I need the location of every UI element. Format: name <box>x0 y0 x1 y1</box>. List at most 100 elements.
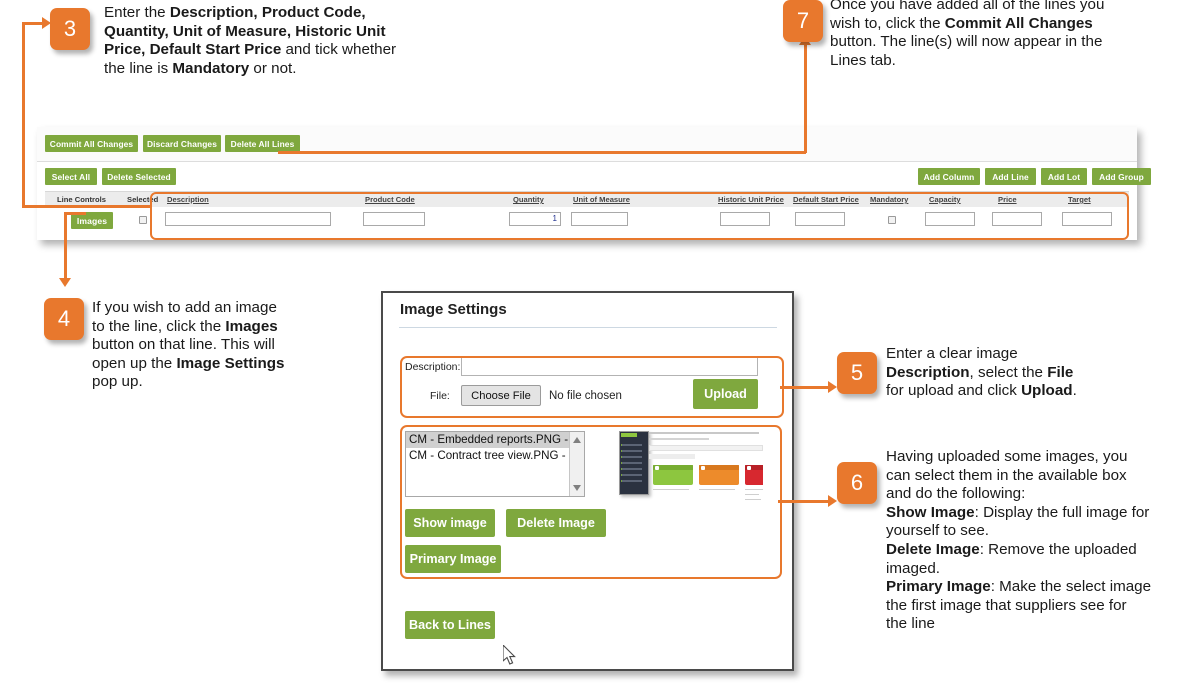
connector-step3-bottom <box>22 205 150 208</box>
step4-line5: pop up. <box>92 373 143 391</box>
step4-line2-b: Images <box>225 317 278 335</box>
connector-step4-vertical <box>64 212 67 280</box>
thumbnail-card-red <box>745 465 763 485</box>
select-all-button[interactable]: Select All <box>45 168 97 185</box>
column-header-default-start-price[interactable]: Default Start Price <box>793 195 859 204</box>
delete-selected-button[interactable]: Delete Selected <box>102 168 176 185</box>
capacity-input[interactable] <box>925 212 975 226</box>
step-badge-7: 7 <box>783 0 823 42</box>
step3-line3-b: and tick whether <box>281 41 397 59</box>
step-text-4: If you wish to add an image to the line,… <box>92 299 332 392</box>
connector-step6-line <box>778 500 832 503</box>
step-badge-4: 4 <box>44 298 84 340</box>
column-header-mandatory[interactable]: Mandatory <box>870 195 909 204</box>
step-text-3: Enter the Description, Product Code, Qua… <box>104 4 454 78</box>
grid-line-row: Images 1 <box>45 207 1129 233</box>
upload-button[interactable]: Upload <box>693 379 758 409</box>
step6-line5: yourself to see. <box>886 522 989 540</box>
back-to-lines-button[interactable]: Back to Lines <box>405 611 495 639</box>
description-label: Description: <box>405 361 461 373</box>
step6-line4-a: Show Image <box>886 503 975 521</box>
list-item[interactable]: CM - Embedded reports.PNG - <box>406 432 584 448</box>
step5-line2-c: File <box>1047 363 1074 381</box>
connector-step3-top <box>22 22 44 25</box>
column-header-unit-of-measure[interactable]: Unit of Measure <box>573 195 630 204</box>
add-lot-button[interactable]: Add Lot <box>1041 168 1087 185</box>
step3-line4-c: or not. <box>249 59 297 77</box>
connector-step6-arrowhead <box>828 495 837 507</box>
file-label: File: <box>430 390 450 402</box>
step7-line2-b: Commit All Changes <box>944 14 1093 32</box>
primary-image-button[interactable]: Primary Image <box>405 545 501 573</box>
price-input[interactable] <box>992 212 1042 226</box>
uploaded-images-listbox[interactable]: CM - Embedded reports.PNG - CM - Contrac… <box>405 431 585 497</box>
column-header-selected: Selected <box>127 195 159 204</box>
column-header-description[interactable]: Description <box>167 195 209 204</box>
discard-changes-button[interactable]: Discard Changes <box>143 135 221 152</box>
no-file-chosen-text: No file chosen <box>549 390 622 402</box>
delete-all-lines-button[interactable]: Delete All Lines <box>225 135 300 152</box>
step4-line4-b: Image Settings <box>176 354 285 372</box>
dialog-title: Image Settings <box>400 301 507 318</box>
historic-unit-price-input[interactable] <box>720 212 770 226</box>
step7-line2-a: wish to, click the <box>830 14 945 32</box>
step5-line2-a: Description <box>886 363 970 381</box>
step6-line8-a: Primary Image <box>886 578 991 596</box>
connector-step7-vertical <box>804 44 807 153</box>
scroll-down-icon[interactable] <box>573 485 581 491</box>
quantity-value: 1 <box>552 214 557 223</box>
step7-line1: Once you have added all of the lines you <box>830 0 1105 13</box>
target-input[interactable] <box>1062 212 1112 226</box>
quantity-input[interactable]: 1 <box>509 212 561 226</box>
contract-lines-grid-panel: Commit All Changes Discard Changes Delet… <box>37 127 1151 240</box>
scroll-up-icon[interactable] <box>573 437 581 443</box>
column-header-product-code[interactable]: Product Code <box>365 195 415 204</box>
step6-line1: Having uploaded some images, you <box>886 448 1128 465</box>
step3-line2: Quantity, Unit of Measure, Historic Unit <box>104 22 386 40</box>
product-code-input[interactable] <box>363 212 425 226</box>
connector-step3-arrowhead <box>42 17 51 29</box>
step3-line1-b: Description, Product Code, <box>169 4 366 21</box>
step4-line4-a: open up the <box>92 354 177 372</box>
step6-line6-b: : Remove the uploaded <box>979 540 1137 558</box>
step6-line3: and do the following: <box>886 485 1026 503</box>
mandatory-checkbox[interactable] <box>888 216 896 224</box>
step5-line3-b: Upload <box>1021 382 1073 400</box>
column-header-target[interactable]: Target <box>1068 195 1091 204</box>
images-button[interactable]: Images <box>71 212 113 229</box>
step6-line9: the first image that suppliers see for <box>886 596 1127 614</box>
step5-line3-c: . <box>1072 382 1077 400</box>
column-header-price[interactable]: Price <box>998 195 1017 204</box>
add-line-button[interactable]: Add Line <box>985 168 1036 185</box>
column-header-historic-unit-price[interactable]: Historic Unit Price <box>718 195 784 204</box>
show-image-button[interactable]: Show image <box>405 509 495 537</box>
default-start-price-input[interactable] <box>795 212 845 226</box>
column-header-quantity[interactable]: Quantity <box>513 195 544 204</box>
thumbnail-logo <box>621 433 637 437</box>
column-header-capacity[interactable]: Capacity <box>929 195 961 204</box>
step6-line10: the line <box>886 615 935 633</box>
step3-line3-a: Price, Default Start Price <box>104 41 282 59</box>
description-input[interactable] <box>165 212 331 226</box>
grid-header-row: Line Controls Selected Description Produ… <box>45 191 1129 209</box>
step5-line2-b: , select the <box>969 363 1048 381</box>
unit-of-measure-input[interactable] <box>571 212 628 226</box>
add-group-button[interactable]: Add Group <box>1092 168 1151 185</box>
connector-step3-vertical <box>22 22 25 207</box>
commit-all-changes-button[interactable]: Commit All Changes <box>45 135 138 152</box>
connector-step4-top <box>64 212 86 215</box>
image-preview-thumbnail <box>611 428 763 508</box>
add-column-button[interactable]: Add Column <box>918 168 980 185</box>
step4-line1: If you wish to add an image <box>92 299 277 316</box>
selected-checkbox[interactable] <box>139 216 147 224</box>
step6-line2: can select them in the available box <box>886 466 1127 484</box>
connector-step5-line <box>780 386 832 389</box>
choose-file-button[interactable]: Choose File <box>461 385 541 406</box>
list-item[interactable]: CM - Contract tree view.PNG - <box>409 449 566 462</box>
delete-image-button[interactable]: Delete Image <box>506 509 606 537</box>
connector-step7-horizontal <box>278 151 806 154</box>
step-text-5: Enter a clear image Description, select … <box>886 345 1186 401</box>
listbox-scrollbar[interactable] <box>569 432 584 496</box>
highlight-box-image-list-section <box>400 425 782 579</box>
step5-line3-a: for upload and click <box>886 382 1022 400</box>
